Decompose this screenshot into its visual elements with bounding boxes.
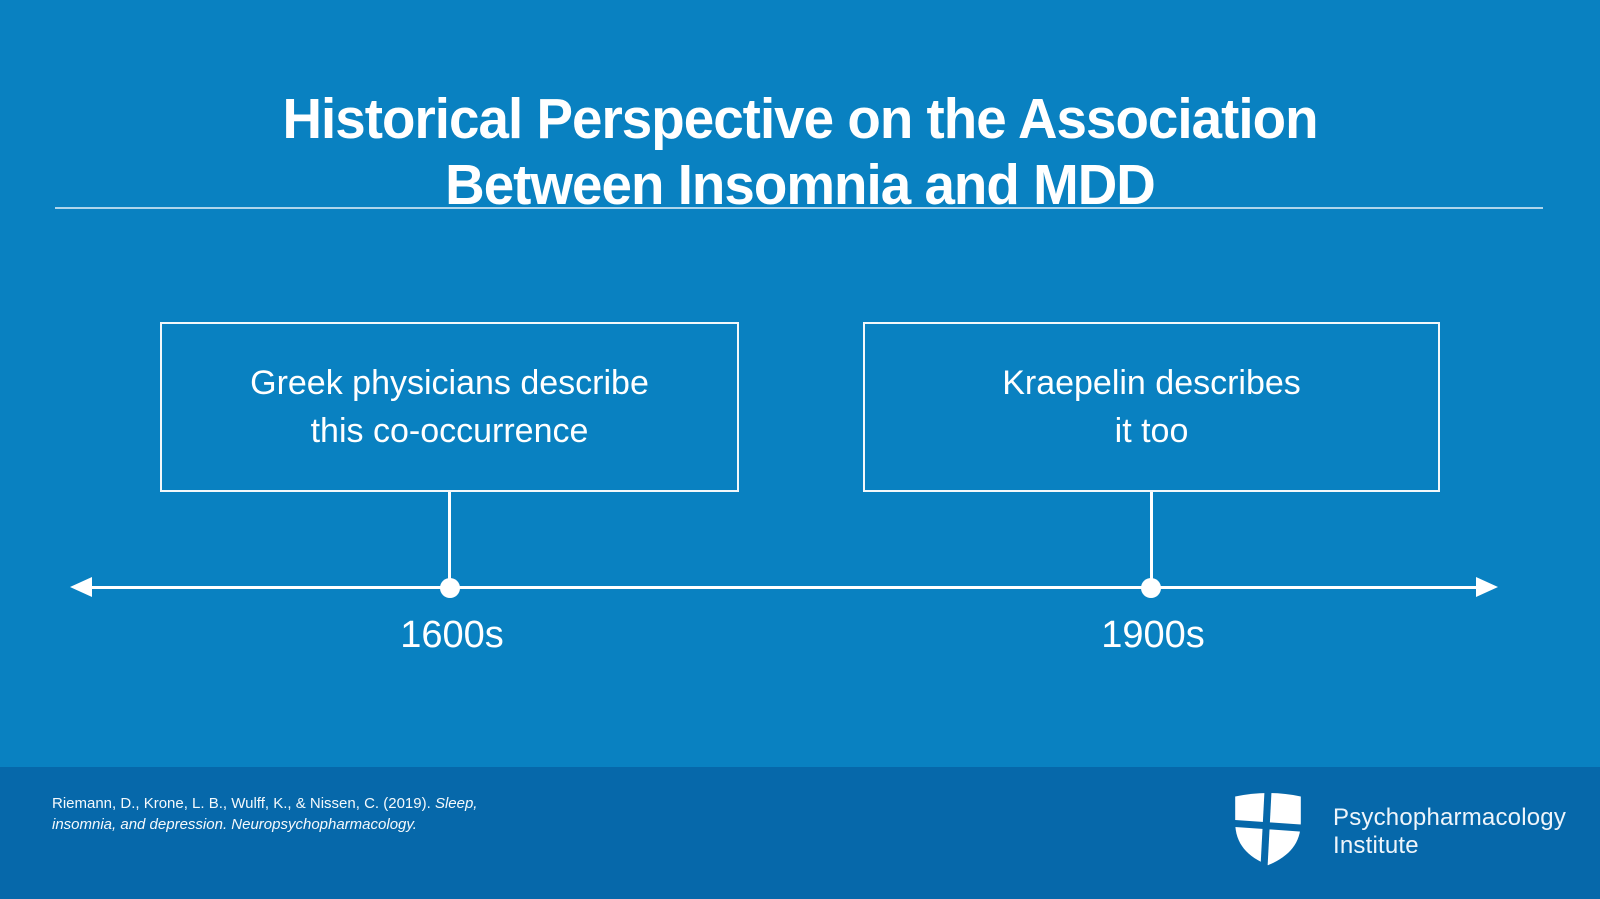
timeline-axis	[88, 586, 1480, 589]
era-label-1600s: 1600s	[400, 614, 504, 656]
connector-line-1600s	[448, 492, 451, 588]
page-title-line2: Between Insomnia and MDD	[445, 153, 1156, 218]
event-box-1600s-line2: this co-occurrence	[310, 412, 589, 450]
event-box-1900s-line2: it too	[1114, 412, 1189, 450]
citation-italic-line2: insomnia, and depression. Neuropsychopha…	[52, 816, 417, 833]
timeline-dot-1900s	[1141, 578, 1161, 598]
timeline-dot-1600s	[440, 578, 460, 598]
citation-italic-line1: Sleep,	[434, 795, 478, 812]
event-box-1600s: Greek physicians describe this co-occurr…	[160, 322, 739, 492]
arrow-left-icon	[70, 577, 92, 597]
event-box-1900s: Kraepelin describes it too	[863, 322, 1440, 492]
page-title-line1: Historical Perspective on the Associatio…	[282, 87, 1318, 152]
shield-cross-icon	[1228, 791, 1308, 866]
event-box-1900s-line1: Kraepelin describes	[1002, 364, 1301, 402]
institute-logo-text: Psychopharmacology Institute	[1333, 804, 1566, 860]
citation-text: Riemann, D., Krone, L. B., Wulff, K., & …	[52, 793, 477, 835]
connector-line-1900s	[1150, 492, 1153, 588]
arrow-right-icon	[1476, 577, 1498, 597]
institute-logo-text-line2: Institute	[1333, 832, 1419, 859]
title-divider	[55, 207, 1543, 209]
citation-regular: Riemann, D., Krone, L. B., Wulff, K., & …	[52, 795, 435, 812]
institute-logo-text-line1: Psychopharmacology	[1333, 804, 1567, 831]
era-label-1900s: 1900s	[1101, 614, 1205, 656]
institute-logo: Psychopharmacology Institute	[1228, 791, 1566, 866]
event-box-1600s-line1: Greek physicians describe	[250, 364, 649, 402]
footer-band: Riemann, D., Krone, L. B., Wulff, K., & …	[0, 767, 1600, 899]
page-title: Historical Perspective on the Associatio…	[0, 86, 1600, 218]
